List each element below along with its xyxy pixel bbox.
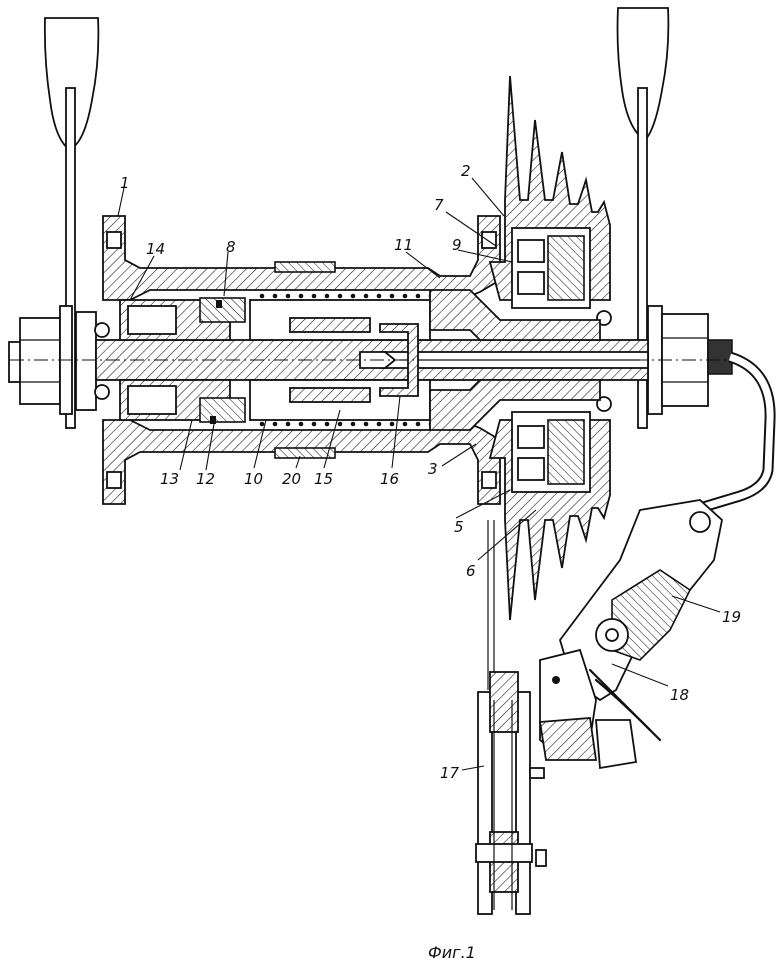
label-16: 16 — [380, 470, 399, 488]
label-6: 6 — [466, 562, 476, 580]
label-19: 19 — [722, 608, 741, 626]
label-8: 8 — [226, 238, 236, 256]
hub-shell — [102, 215, 501, 505]
spring-coil-dot — [415, 293, 421, 299]
left-axle-nut — [8, 305, 97, 415]
spring-coil-dot — [350, 421, 356, 427]
spring-coil-dot — [272, 293, 278, 299]
spring-coil-dot — [337, 293, 343, 299]
driver-cone — [429, 289, 601, 431]
label-7: 7 — [434, 196, 444, 214]
leader-lines — [117, 177, 721, 771]
left-frame-dropout — [43, 17, 100, 429]
label-11: 11 — [394, 236, 413, 254]
spring-coil-dot — [259, 293, 265, 299]
label-12: 12 — [196, 470, 215, 488]
spring-coil-dot — [363, 421, 369, 427]
spring-coil-dot — [402, 293, 408, 299]
label-20: 20 — [282, 470, 301, 488]
label-5: 5 — [454, 518, 464, 536]
spring-coil-dot — [311, 421, 317, 427]
label-1: 1 — [120, 174, 130, 192]
reference-numerals: 1 2 3 5 6 7 8 9 10 11 12 13 14 15 16 17 … — [120, 162, 741, 782]
right-frame-dropout — [616, 7, 670, 429]
label-15: 15 — [314, 470, 333, 488]
label-3: 3 — [428, 460, 438, 478]
sprocket-cluster — [488, 75, 611, 621]
spring-coil-dot — [376, 421, 382, 427]
spring-coil-dot — [376, 293, 382, 299]
spring-coil-dot — [337, 421, 343, 427]
label-9: 9 — [452, 236, 462, 254]
label-2: 2 — [461, 162, 471, 180]
spring-coil-dot — [285, 293, 291, 299]
spring-coil-dot — [363, 293, 369, 299]
spring-coil-dot — [259, 421, 265, 427]
spring-coil-dot — [324, 293, 330, 299]
spring-coil-dot — [298, 421, 304, 427]
spring-coil-dot — [272, 421, 278, 427]
label-17: 17 — [440, 764, 460, 782]
figure-caption: Фиг.1 — [428, 943, 476, 962]
spring-coil-dot — [389, 421, 395, 427]
spring-coil-dot — [350, 293, 356, 299]
spring-coil-dot — [415, 421, 421, 427]
label-14: 14 — [146, 240, 165, 258]
rear-derailleur — [538, 499, 723, 770]
label-10: 10 — [244, 470, 263, 488]
chain — [487, 520, 495, 690]
pulley-cage — [475, 671, 547, 915]
spring-coil-dot — [324, 421, 330, 427]
label-13: 13 — [160, 470, 179, 488]
spring-coil-dot — [298, 293, 304, 299]
label-18: 18 — [670, 686, 689, 704]
shell-band-20 — [274, 261, 336, 459]
spring-coil-dot — [285, 421, 291, 427]
shift-cable-housing — [698, 351, 776, 514]
spring-coil-dot — [402, 421, 408, 427]
planetary-assembly — [119, 297, 246, 424]
spring-coil-dot — [389, 293, 395, 299]
spring-coil-dot — [311, 293, 317, 299]
